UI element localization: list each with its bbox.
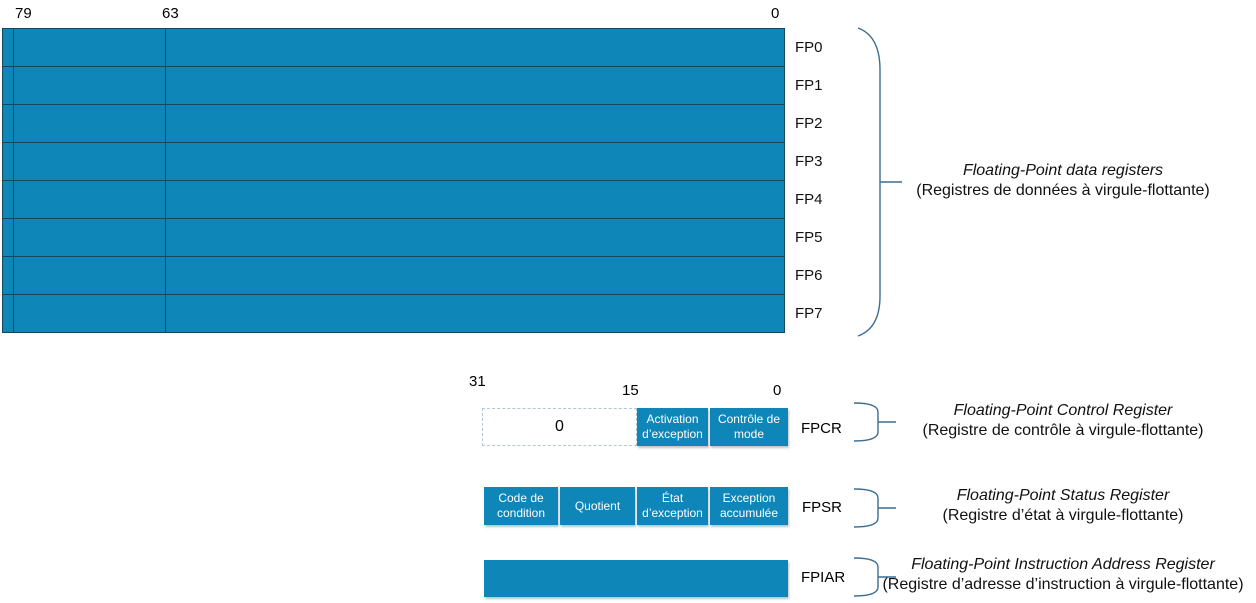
fp-registers-brace-icon [857,27,902,337]
mantissa-field [166,257,784,294]
fpcr-cell-line: Contrôle de [717,412,781,426]
fpsr-caption-fr: (Registre d’état à virgule-flottante) [942,507,1184,524]
fp-register-names: FP0 FP1 FP2 FP3 FP4 FP5 FP6 FP7 [795,28,840,333]
fpsr-cell-line: Code de [498,491,544,505]
fp-register-row [3,143,784,181]
fpsr-cell-line: État [661,491,684,505]
fpsr-exception-status-field: État d’exception [637,487,708,525]
sign-field [3,295,14,332]
fpsr-cell-line: Exception [722,491,776,505]
exponent-field [14,67,166,104]
exponent-field [14,29,166,66]
fpcr-caption: Floating-Point Control Register (Registr… [870,401,1256,441]
fpsr-cell-line: d’exception [642,506,703,520]
fp-registers-caption-en: Floating-Point data registers [962,162,1164,179]
fpcr-mode-control-field: Contrôle de mode [710,408,788,446]
fpiar-caption: Floating-Point Instruction Address Regis… [870,555,1256,595]
fpiar-brace-icon [853,557,896,597]
register-name-fpsr: FPSR [802,499,843,516]
fpcr-caption-fr: (Registre de contrôle à virgule-flottant… [922,422,1204,439]
mantissa-field [166,105,784,142]
register-name-fp0: FP0 [795,38,823,56]
fp-register-row [3,181,784,219]
fpcr-cell-line: Activation [646,412,699,426]
bit-label-0-fpcr: 0 [773,382,782,399]
sign-field [3,29,14,66]
fpcr-brace-icon [853,402,896,442]
mantissa-field [166,181,784,218]
sign-field [3,257,14,294]
fpsr-accrued-exception-field: Exception accumulée [710,487,788,525]
sign-field [3,219,14,256]
sign-field [3,181,14,218]
fpsr-quotient-field: Quotient [560,487,635,525]
exponent-field [14,105,166,142]
fp-registers-caption: Floating-Point data registers (Registres… [870,161,1256,201]
register-name-fp2: FP2 [795,114,823,132]
fp-register-row [3,29,784,67]
sign-field [3,105,14,142]
bit-label-79: 79 [15,5,32,22]
fpsr-brace-icon [853,488,896,528]
mantissa-field [166,219,784,256]
fpsr-cell-line: Quotient [574,498,621,513]
fpcr-cell-line: d’exception [642,427,703,441]
mantissa-field [166,295,784,332]
fp-register-row [3,219,784,257]
fpcr-cell-line: mode [733,427,765,441]
bit-label-31: 31 [469,373,486,390]
register-name-fp7: FP7 [795,305,823,323]
exponent-field [14,143,166,180]
fp-register-row [3,105,784,143]
fpcr-caption-en: Floating-Point Control Register [953,402,1173,419]
register-name-fp5: FP5 [795,229,823,247]
register-name-fp1: FP1 [795,76,823,94]
fp-registers-caption-fr: (Registres de données à virgule-flottant… [916,182,1210,199]
fp-data-registers-table [2,28,785,333]
exponent-field [14,257,166,294]
fpcr-reserved-field: 0 [482,408,637,446]
register-name-fpiar: FPIAR [801,569,846,586]
exponent-field [14,295,166,332]
fp-register-row [3,295,784,332]
register-name-fp4: FP4 [795,191,823,209]
fpcr-exception-enable-field: Activation d’exception [637,408,708,446]
mantissa-field [166,143,784,180]
bit-label-0-top: 0 [771,5,780,22]
fpiar-field [484,560,788,597]
mantissa-field [166,29,784,66]
fp-register-row [3,67,784,105]
sign-field [3,67,14,104]
fpsr-caption: Floating-Point Status Register (Registre… [870,486,1256,526]
fpiar-caption-fr: (Registre d’adresse d’instruction à virg… [882,576,1244,593]
fp-register-row [3,257,784,295]
fpsr-cell-line: accumulée [719,506,779,520]
register-name-fp6: FP6 [795,267,823,285]
exponent-field [14,219,166,256]
sign-field [3,143,14,180]
mantissa-field [166,67,784,104]
fpiar-caption-en: Floating-Point Instruction Address Regis… [911,556,1215,573]
fpsr-caption-en: Floating-Point Status Register [956,487,1170,504]
register-name-fpcr: FPCR [801,420,842,437]
exponent-field [14,181,166,218]
bit-label-63: 63 [162,5,179,22]
fpsr-cell-line: condition [496,506,546,520]
register-name-fp3: FP3 [795,152,823,170]
bit-label-15: 15 [622,382,639,399]
fpsr-condition-code-field: Code de condition [484,487,558,525]
